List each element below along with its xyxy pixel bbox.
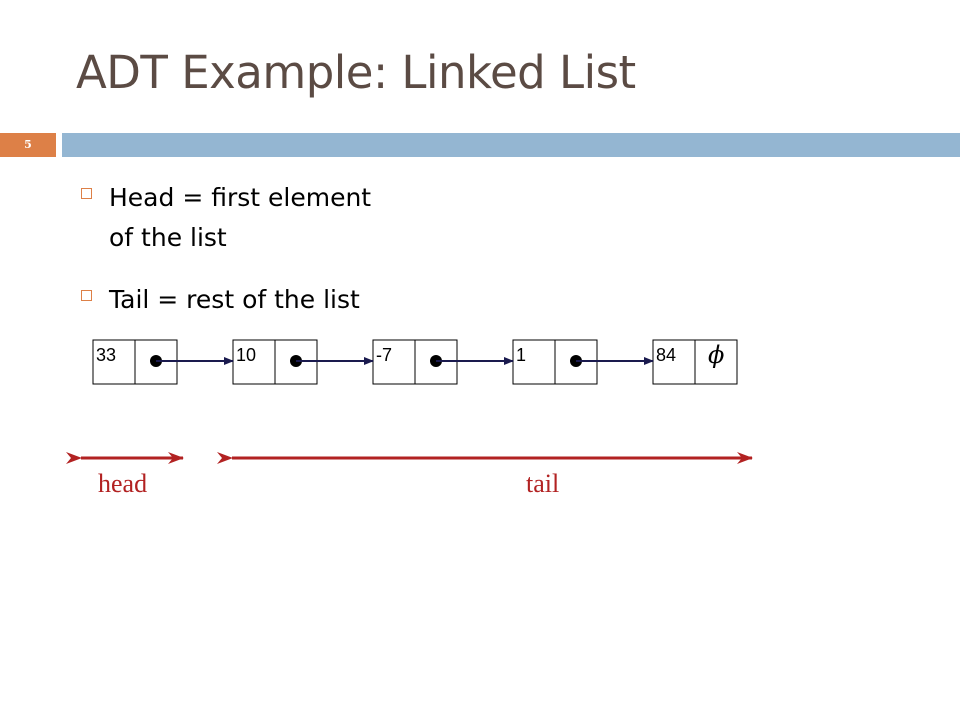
node-value: 10 xyxy=(236,345,256,365)
bullet-text: Tail = rest of the list xyxy=(109,280,360,320)
node-value: 84 xyxy=(656,345,676,365)
node-value-cell xyxy=(372,339,416,385)
tail-label: tail xyxy=(526,469,559,498)
head-label: head xyxy=(98,469,147,498)
tail-range: tail xyxy=(217,452,753,498)
bullet-line: Tail = rest of the list xyxy=(109,285,360,314)
node-value: 1 xyxy=(516,345,526,365)
node-value: -7 xyxy=(376,345,392,365)
bullet-text: Head = first element of the list xyxy=(109,178,371,258)
bullet-line: Head = first element xyxy=(109,183,372,212)
slide-number: 5 xyxy=(24,138,32,151)
head-range: head xyxy=(66,452,184,498)
node-pointer-cell xyxy=(694,339,738,385)
bullet-tail-definition: Tail = rest of the list xyxy=(81,280,501,320)
bullet-line: of the list xyxy=(109,223,227,252)
list-node: 33 xyxy=(92,339,178,385)
null-pointer-symbol: ϕ xyxy=(708,341,724,369)
slide-title: ADT Example: Linked List xyxy=(76,46,636,99)
slide-number-badge: 5 xyxy=(0,133,56,157)
header-bar xyxy=(62,133,960,157)
square-bullet-icon xyxy=(81,188,92,199)
node-value: 33 xyxy=(96,345,116,365)
bullet-head-definition: Head = first element of the list xyxy=(81,178,501,268)
list-node: 84 ϕ xyxy=(652,339,738,385)
square-bullet-icon xyxy=(81,290,92,301)
list-node: -7 xyxy=(372,339,458,385)
